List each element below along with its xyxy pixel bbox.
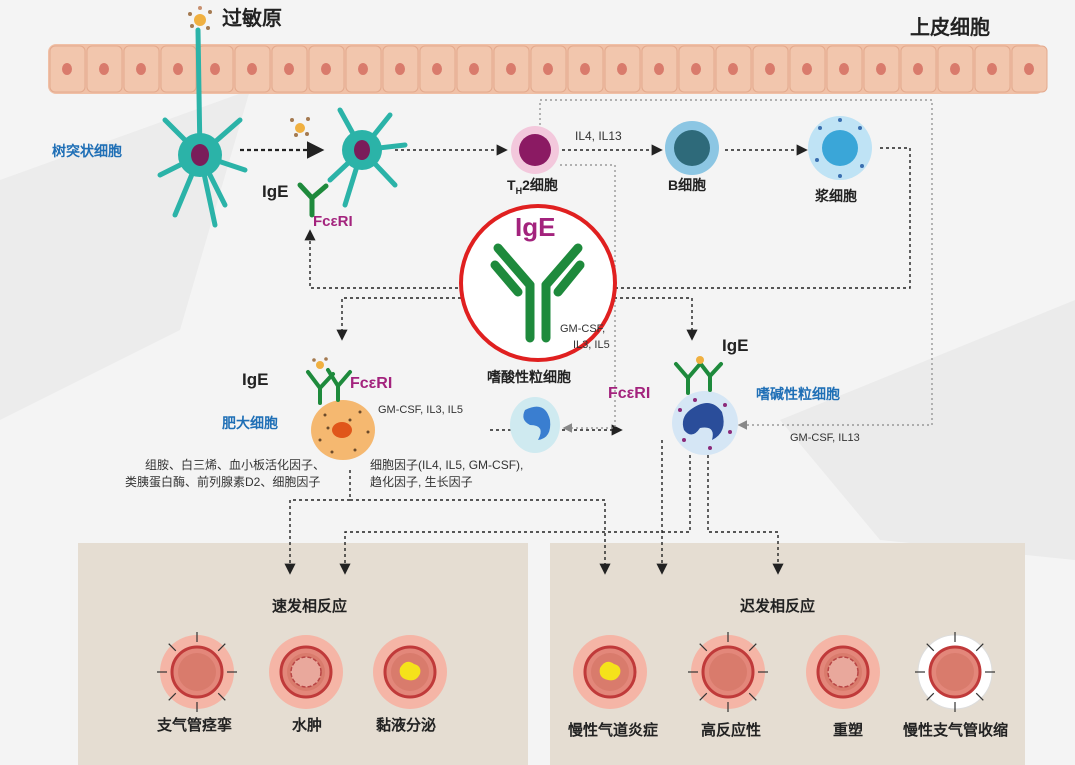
epithelial-cell <box>863 45 900 93</box>
epithelial-cell <box>419 45 456 93</box>
airway-cross-section-icon <box>373 635 447 709</box>
basophil-nucleus <box>682 402 724 440</box>
eosinophil-label: 嗜酸性粒细胞 <box>487 369 571 385</box>
mast-cell-label: 肥大细胞 <box>222 415 278 431</box>
early-item-edema: 水肿 <box>292 717 323 734</box>
allergen-particle-icon <box>696 356 704 364</box>
arrow-plasma-to-ige <box>582 147 911 294</box>
epithelial-cell <box>974 45 1011 93</box>
arrow-mast-to-early <box>284 470 351 575</box>
gmcsf-label-line2: IL3, IL5 <box>573 339 610 351</box>
basophil-granules <box>678 398 732 450</box>
late-item-inflammation: 慢性气道炎症 <box>568 722 659 739</box>
ige-receptor-icon <box>306 368 352 405</box>
mast-granules <box>318 410 370 454</box>
epithelial-cell <box>234 45 271 93</box>
epithelial-cell <box>49 45 86 93</box>
allergen-label: 过敏原 <box>222 8 282 30</box>
epithelial-cell <box>456 45 493 93</box>
epithelial-cell <box>271 45 308 93</box>
ige-label-mast: IgE <box>242 370 269 389</box>
epithelium-layer <box>48 44 1048 94</box>
early-item-bronchospasm: 支气管痉挛 <box>157 717 233 734</box>
plasma-cell-label: 浆细胞 <box>815 188 857 204</box>
epithelial-cell <box>345 45 382 93</box>
epithelial-cell <box>641 45 678 93</box>
epithelial-cell <box>900 45 937 93</box>
dendritic-cell-label: 树突状细胞 <box>52 143 122 159</box>
airway-cross-section-icon <box>688 632 768 712</box>
arrow-baso-to-early <box>339 455 691 575</box>
late-phase-title: 迟发相反应 <box>740 598 816 615</box>
fceri-label-mast: FcεRI <box>350 375 393 392</box>
epithelial-cell <box>1011 45 1048 93</box>
late-item-constriction: 慢性支气管收缩 <box>903 722 1009 739</box>
b-cell-nucleus <box>674 130 710 166</box>
airway-cross-section-icon <box>806 635 880 709</box>
allergen-particle-icon <box>188 6 212 30</box>
epithelial-cell <box>382 45 419 93</box>
plasma-cell-nucleus <box>822 130 858 166</box>
late-item-hyperreactivity: 高反应性 <box>701 722 762 739</box>
epithelial-cell <box>308 45 345 93</box>
allergen-particle-icon <box>312 357 328 369</box>
gmcsf-il13-label: GM-CSF, IL13 <box>790 432 860 444</box>
arrow-baso-to-late2 <box>707 455 784 575</box>
ige-antibody-icon <box>297 182 329 218</box>
epithelial-cell <box>530 45 567 93</box>
cytokines-line2: 趋化因子, 生长因子 <box>370 475 473 489</box>
epithelial-cell <box>937 45 974 93</box>
epithelial-cell <box>752 45 789 93</box>
epithelial-cell <box>197 45 234 93</box>
arrow-th2-to-basophil <box>539 99 933 430</box>
arrow-mast-to-late <box>350 499 611 575</box>
plasma-granules <box>815 118 864 178</box>
epithelial-cell <box>678 45 715 93</box>
epithelial-cell <box>715 45 752 93</box>
ige-label-basophil: IgE <box>722 336 749 355</box>
th2-cell-label: TH2细胞 <box>507 177 558 196</box>
ige-label-dc: IgE <box>262 182 289 201</box>
dendritic-nucleus <box>354 140 370 160</box>
ige-antibody-large-icon <box>490 243 585 343</box>
th2-nucleus <box>519 134 551 166</box>
ige-receptor-icon <box>674 361 723 395</box>
allergen-particle-icon <box>290 117 310 137</box>
epithelium-label: 上皮细胞 <box>910 17 990 39</box>
mediators-line2: 类胰蛋白酶、前列腺素D2、细胞因子 <box>125 475 321 489</box>
airway-cross-section-icon <box>157 632 237 712</box>
epithelial-cell <box>123 45 160 93</box>
dendritic-nucleus <box>191 144 209 166</box>
epithelial-cell <box>493 45 530 93</box>
airway-cross-section-icon <box>573 635 647 709</box>
epithelial-cell <box>604 45 641 93</box>
fceri-label-basophil: FcεRI <box>608 385 651 402</box>
epithelial-cell <box>789 45 826 93</box>
airway-cross-section-icon <box>915 632 995 712</box>
basophil-label: 嗜碱性粒细胞 <box>756 386 840 402</box>
epithelial-cell <box>826 45 863 93</box>
mast-gmcsf-label: GM-CSF, IL3, IL5 <box>378 404 463 416</box>
b-cell-label: B细胞 <box>668 177 707 193</box>
late-item-remodeling: 重塑 <box>833 722 864 739</box>
epithelial-cell <box>160 45 197 93</box>
early-phase-title: 速发相反应 <box>272 598 348 615</box>
airway-cross-section-icon <box>269 635 343 709</box>
cytokines-line1: 细胞因子(IL4, IL5, GM-CSF), <box>370 458 524 472</box>
bg-shape <box>780 300 1075 560</box>
mediators-line1: 组胺、白三烯、血小板活化因子、 <box>145 458 326 472</box>
fceri-label-dc: FcεRI <box>313 213 353 230</box>
early-item-mucus: 黏液分泌 <box>376 717 437 734</box>
mast-cell-nucleus <box>332 422 352 438</box>
gmcsf-label-line1: GM-CSF, <box>560 323 606 335</box>
center-ige-label: IgE <box>515 212 556 242</box>
epithelial-cell <box>86 45 123 93</box>
epithelial-cell <box>567 45 604 93</box>
il4-il13-label: IL4, IL13 <box>575 129 622 143</box>
eosinophil-nucleus <box>523 406 551 440</box>
